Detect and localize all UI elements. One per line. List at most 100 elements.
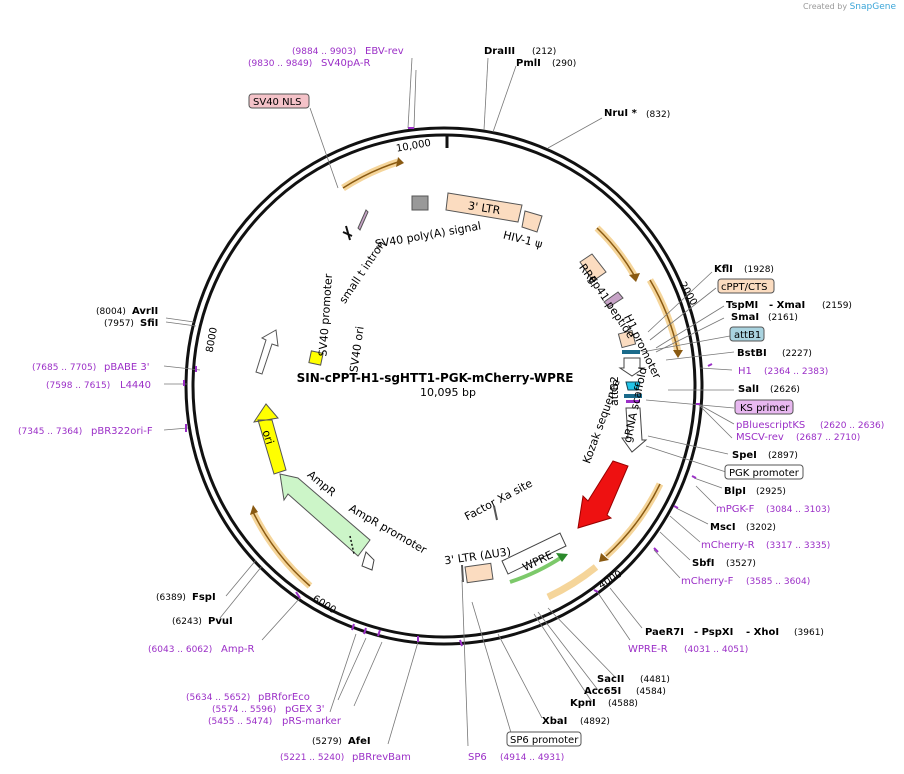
- enzyme-kfli: KflI: [714, 264, 733, 275]
- feature-ltr-tick: [461, 564, 464, 583]
- enzyme-sacii-pos: (4481): [640, 675, 670, 685]
- enzyme-pmli-pos: (290): [552, 59, 576, 69]
- feature-small-t-intron: [357, 209, 369, 231]
- enzyme-xbai: XbaI: [542, 716, 567, 727]
- label-sv40-polya: SV40 poly(A) signal: [374, 219, 482, 250]
- primer-mscvrev-range: (2687 .. 2710): [796, 433, 860, 443]
- tick-8000: 8000: [205, 326, 220, 353]
- enzyme-kpni-pos: (4588): [608, 699, 638, 709]
- orf-arcs: [249, 158, 682, 601]
- enzyme-paer7i-sep2: - XhoI: [746, 627, 779, 638]
- primer-mcherryf: mCherry-F: [681, 576, 734, 587]
- primer-pbluescriptks-range: (2620 .. 2636): [820, 421, 884, 431]
- feature-attb1-mark: [622, 350, 640, 354]
- enzyme-smai-pos: (2161): [768, 313, 798, 323]
- feature-sv40-polya: [411, 195, 429, 211]
- primer-wprer-range: (4031 .. 4051): [684, 645, 748, 655]
- enzyme-kpni: KpnI: [570, 698, 596, 709]
- box-pgk-promoter: PGK promoter: [724, 464, 804, 480]
- enzyme-kfli-pos: (1928): [744, 265, 774, 275]
- leader-lines: [163, 57, 735, 747]
- enzyme-draiii: DraIII: [484, 46, 515, 57]
- enzyme-tspmi-pos: (2159): [822, 301, 852, 311]
- enzyme-avrii-pos: (8004): [96, 307, 126, 317]
- primer-pbabe3-range: (7685 .. 7705): [32, 363, 96, 373]
- primer-pbluescriptks: pBluescriptKS: [736, 420, 805, 431]
- enzyme-sfii: SfiI: [140, 318, 158, 329]
- primer-sp6: SP6: [468, 752, 487, 763]
- primer-sv40pa: SV40pA-R: [321, 58, 370, 69]
- plasmid-name: SIN-cPPT-H1-sgHTT1-PGK-mCherry-WPRE: [297, 371, 574, 385]
- feature-factorxa: [493, 505, 498, 521]
- enzyme-sfii-pos: (7957): [104, 319, 134, 329]
- primer-mscvrev: MSCV-rev: [736, 432, 784, 443]
- primer-wprer: WPRE-R: [628, 644, 668, 655]
- enzyme-pvui-pos: (6243): [172, 617, 202, 627]
- feature-small-t-bar: [345, 225, 351, 241]
- enzyme-fspi-pos: (6389): [156, 593, 186, 603]
- enzyme-acc65i-pos: (4584): [636, 687, 666, 697]
- primer-pbabe3: pBABE 3': [104, 362, 150, 373]
- enzyme-tspmi-sep: - XmaI: [769, 300, 805, 311]
- primer-h1: H1: [738, 366, 752, 377]
- feature-3ltr: [445, 192, 523, 223]
- enzyme-sacii: SacII: [597, 674, 624, 685]
- plasmid-length: 10,095 bp: [420, 386, 476, 399]
- label-grna: gRNA scaffold: [621, 366, 650, 444]
- enzyme-spei: SpeI: [732, 450, 757, 461]
- feature-ampr: [279, 473, 371, 557]
- backbone-inner: [191, 133, 697, 639]
- primer-mpgkf: mPGK-F: [716, 504, 755, 515]
- box-sp6-promoter: SP6 promoter: [506, 731, 582, 747]
- enzyme-draiii-pos: (212): [532, 47, 556, 57]
- enzyme-msci-pos: (3202): [746, 523, 776, 533]
- feature-h1-promoter: [617, 329, 637, 349]
- feature-hiv1-psi: [521, 210, 543, 233]
- feature-wpre: [501, 532, 567, 575]
- label-sv40-ori: SV40 ori: [347, 325, 366, 373]
- label-sv40-promoter: SV40 promoter: [316, 273, 335, 357]
- enzyme-msci: MscI: [710, 522, 736, 533]
- primer-pbr322orif-range: (7345 .. 7364): [18, 427, 82, 437]
- primer-h1-range: (2364 .. 2383): [764, 367, 828, 377]
- enzyme-tspmi: TspMI: [726, 300, 758, 311]
- enzyme-acc65i: Acc65I: [584, 686, 621, 697]
- enzyme-paer7i-pos: (3961): [794, 628, 824, 638]
- primer-pgex3-range: (5574 .. 5596): [212, 705, 276, 715]
- enzyme-nrui: NruI *: [604, 108, 638, 119]
- label-ori: ori: [259, 428, 276, 446]
- feature-rre: [579, 253, 607, 282]
- primer-ebvrev: EBV-rev: [365, 46, 404, 57]
- label-3ltr: 3' LTR: [467, 199, 501, 217]
- primer-l4440: L4440: [120, 380, 151, 391]
- enzyme-xbai-pos: (4892): [580, 717, 610, 727]
- primer-pbrrevbam-range: (5221 .. 5240): [280, 753, 344, 763]
- enzyme-fspi: FspI: [192, 592, 216, 603]
- label-attb2: attB2: [608, 376, 621, 406]
- snapgene-credit: Created by SnapGene: [803, 2, 896, 12]
- primer-pbrforeco-range: (5634 .. 5652): [186, 693, 250, 703]
- box-attb1: attB1: [729, 326, 765, 342]
- enzyme-sali: SalI: [738, 384, 759, 395]
- label-kozak: Kozak sequence: [580, 377, 623, 465]
- box-pgk-promoter-label: PGK promoter: [729, 468, 800, 479]
- box-cppt: cPPT/CTS: [717, 278, 775, 294]
- enzyme-bstbi-pos: (2227): [782, 349, 812, 359]
- primer-mcherryf-range: (3585 .. 3604): [746, 577, 810, 587]
- feature-sv40-promoter: [255, 329, 279, 375]
- primer-pbr322orif: pBR322ori-F: [91, 426, 153, 437]
- feature-gp41: [603, 291, 624, 308]
- primer-ampr: Amp-R: [221, 644, 255, 655]
- label-3ltr-du3: 3' LTR (ΔU3): [443, 545, 511, 567]
- enzyme-paer7i-sep1: - PspXI: [694, 627, 733, 638]
- primer-mcherryr: mCherry-R: [701, 540, 755, 551]
- feature-ori: [252, 403, 287, 475]
- feature-grna-scaffold: [618, 357, 646, 377]
- orf-arrowheads: [250, 157, 683, 562]
- feature-mcherry: [577, 460, 629, 529]
- primer-marks: [183, 127, 713, 647]
- feature-3ltr-du3: [464, 562, 494, 584]
- primer-mcherryr-range: (3317 .. 3335): [766, 541, 830, 551]
- enzyme-blpi: BlpI: [724, 486, 746, 497]
